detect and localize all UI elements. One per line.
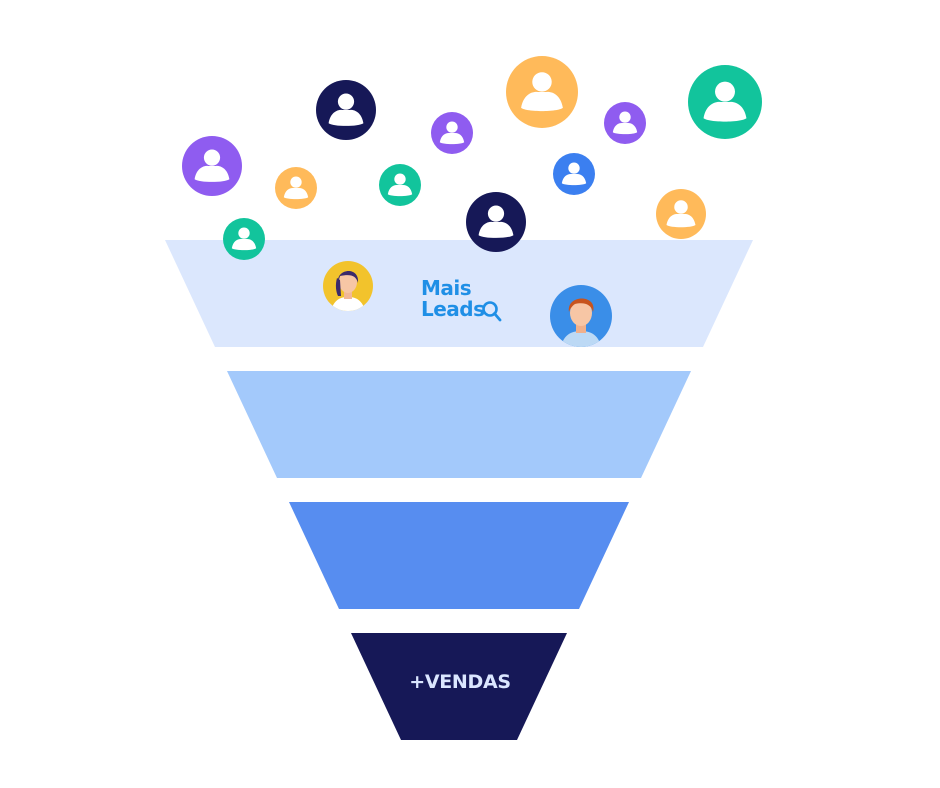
lead-icon-purple	[182, 136, 242, 196]
lead-icon-green	[379, 164, 421, 206]
lead-icon-navy	[466, 192, 526, 252]
funnel-stage-2	[227, 371, 691, 478]
lead-icon-purple	[431, 112, 473, 154]
brand-logo: Mais Leads	[421, 278, 511, 326]
funnel-bottom-label: +VENDAS	[380, 671, 540, 693]
lead-icon-orange	[656, 189, 706, 239]
lead-icon-purple	[604, 102, 646, 144]
lead-icon-green	[223, 218, 265, 260]
brand-logo-line1: Mais	[421, 278, 511, 299]
lead-icon-orange	[275, 167, 317, 209]
lead-icon-green	[688, 65, 762, 139]
lead-icon-blue	[553, 153, 595, 195]
brand-logo-line2: Leads	[421, 299, 511, 320]
lead-icon-orange	[506, 56, 578, 128]
lead-icon-navy	[316, 80, 376, 140]
funnel-stage-3	[289, 502, 629, 609]
